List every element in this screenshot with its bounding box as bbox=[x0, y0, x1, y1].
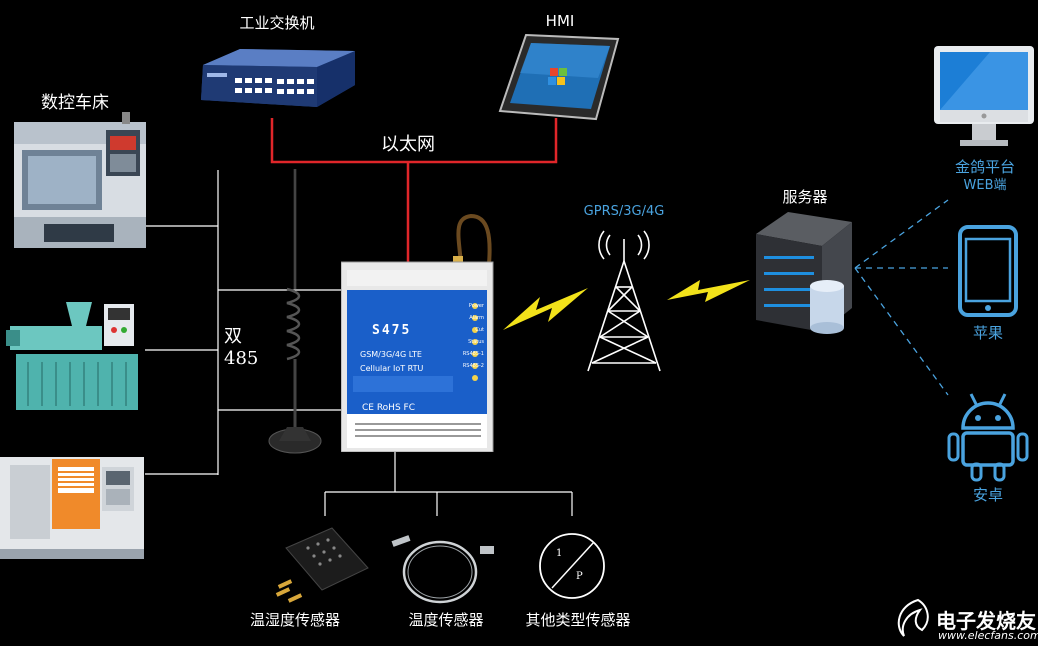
server-icon bbox=[756, 212, 852, 334]
rs485-bus bbox=[145, 170, 345, 475]
windows-logo-icon bbox=[548, 68, 567, 85]
led-label: Alarm bbox=[469, 315, 484, 321]
machining-center-icon bbox=[0, 457, 144, 559]
watermark-url: www.elecfans.com bbox=[938, 629, 1038, 642]
other-sensor-label: 其他类型传感器 bbox=[525, 611, 631, 629]
web-label-line1: 金鸽平台 bbox=[954, 158, 1015, 176]
elecfans-logo-icon bbox=[897, 598, 929, 637]
web-label-line2: WEB端 bbox=[963, 178, 1007, 193]
ethernet-label: 以太网 bbox=[381, 134, 435, 155]
led-label: Power bbox=[468, 303, 484, 309]
server-label: 服务器 bbox=[782, 188, 828, 206]
device-line2: Cellular IoT RTU bbox=[360, 364, 424, 373]
cnc-label: 数控车床 bbox=[41, 93, 109, 113]
switch-label: 工业交换机 bbox=[239, 14, 315, 32]
pressure-sensor-bottom: P bbox=[576, 571, 583, 582]
device-certs: CE RoHS FC bbox=[362, 403, 415, 413]
android-label: 安卓 bbox=[972, 486, 1003, 504]
rtu-device-icon bbox=[341, 213, 494, 452]
humidity-sensor-label: 温湿度传感器 bbox=[249, 611, 340, 629]
cnc-lathe-icon bbox=[14, 112, 146, 248]
dual485-line1: 双 bbox=[224, 326, 242, 347]
cell-tower-icon bbox=[587, 230, 661, 372]
pressure-sensor-top: 1 bbox=[556, 548, 563, 559]
antenna-icon bbox=[268, 169, 322, 454]
led-label: RS485-1 bbox=[462, 351, 484, 357]
device-led-labels: Power Alarm Cut Status RS485-1 RS485-2 bbox=[458, 300, 484, 372]
client-links bbox=[854, 199, 949, 396]
watermark-cn: 电子发烧友 bbox=[936, 609, 1036, 633]
led-label: RS485-2 bbox=[462, 363, 484, 369]
desktop-monitor-icon bbox=[934, 46, 1034, 146]
database-icon bbox=[810, 280, 844, 334]
device-line1: GSM/3G/4G LTE bbox=[360, 350, 422, 359]
temperature-sensor-label: 温度传感器 bbox=[408, 611, 484, 629]
lightning-icon bbox=[503, 280, 750, 330]
led-label: Status bbox=[468, 339, 484, 345]
dual485-line2: 485 bbox=[224, 348, 259, 369]
industrial-switch-icon bbox=[201, 49, 355, 107]
led-label: Cut bbox=[475, 327, 484, 333]
apple-label: 苹果 bbox=[972, 324, 1003, 342]
iphone-icon bbox=[958, 225, 1018, 317]
hmi-label: HMI bbox=[545, 12, 575, 30]
android-icon bbox=[947, 393, 1029, 482]
temperature-probe-icon bbox=[391, 535, 494, 604]
sensor-tree bbox=[324, 450, 573, 516]
pressure-sensor-icon bbox=[539, 533, 605, 599]
gprs-label: GPRS/3G/4G bbox=[583, 204, 665, 219]
ethernet-lines bbox=[270, 118, 558, 262]
injection-machine-icon bbox=[6, 302, 138, 410]
hmi-tablet-icon bbox=[498, 33, 620, 121]
humidity-sensor-icon bbox=[275, 527, 369, 603]
device-model: S475 bbox=[372, 323, 412, 338]
